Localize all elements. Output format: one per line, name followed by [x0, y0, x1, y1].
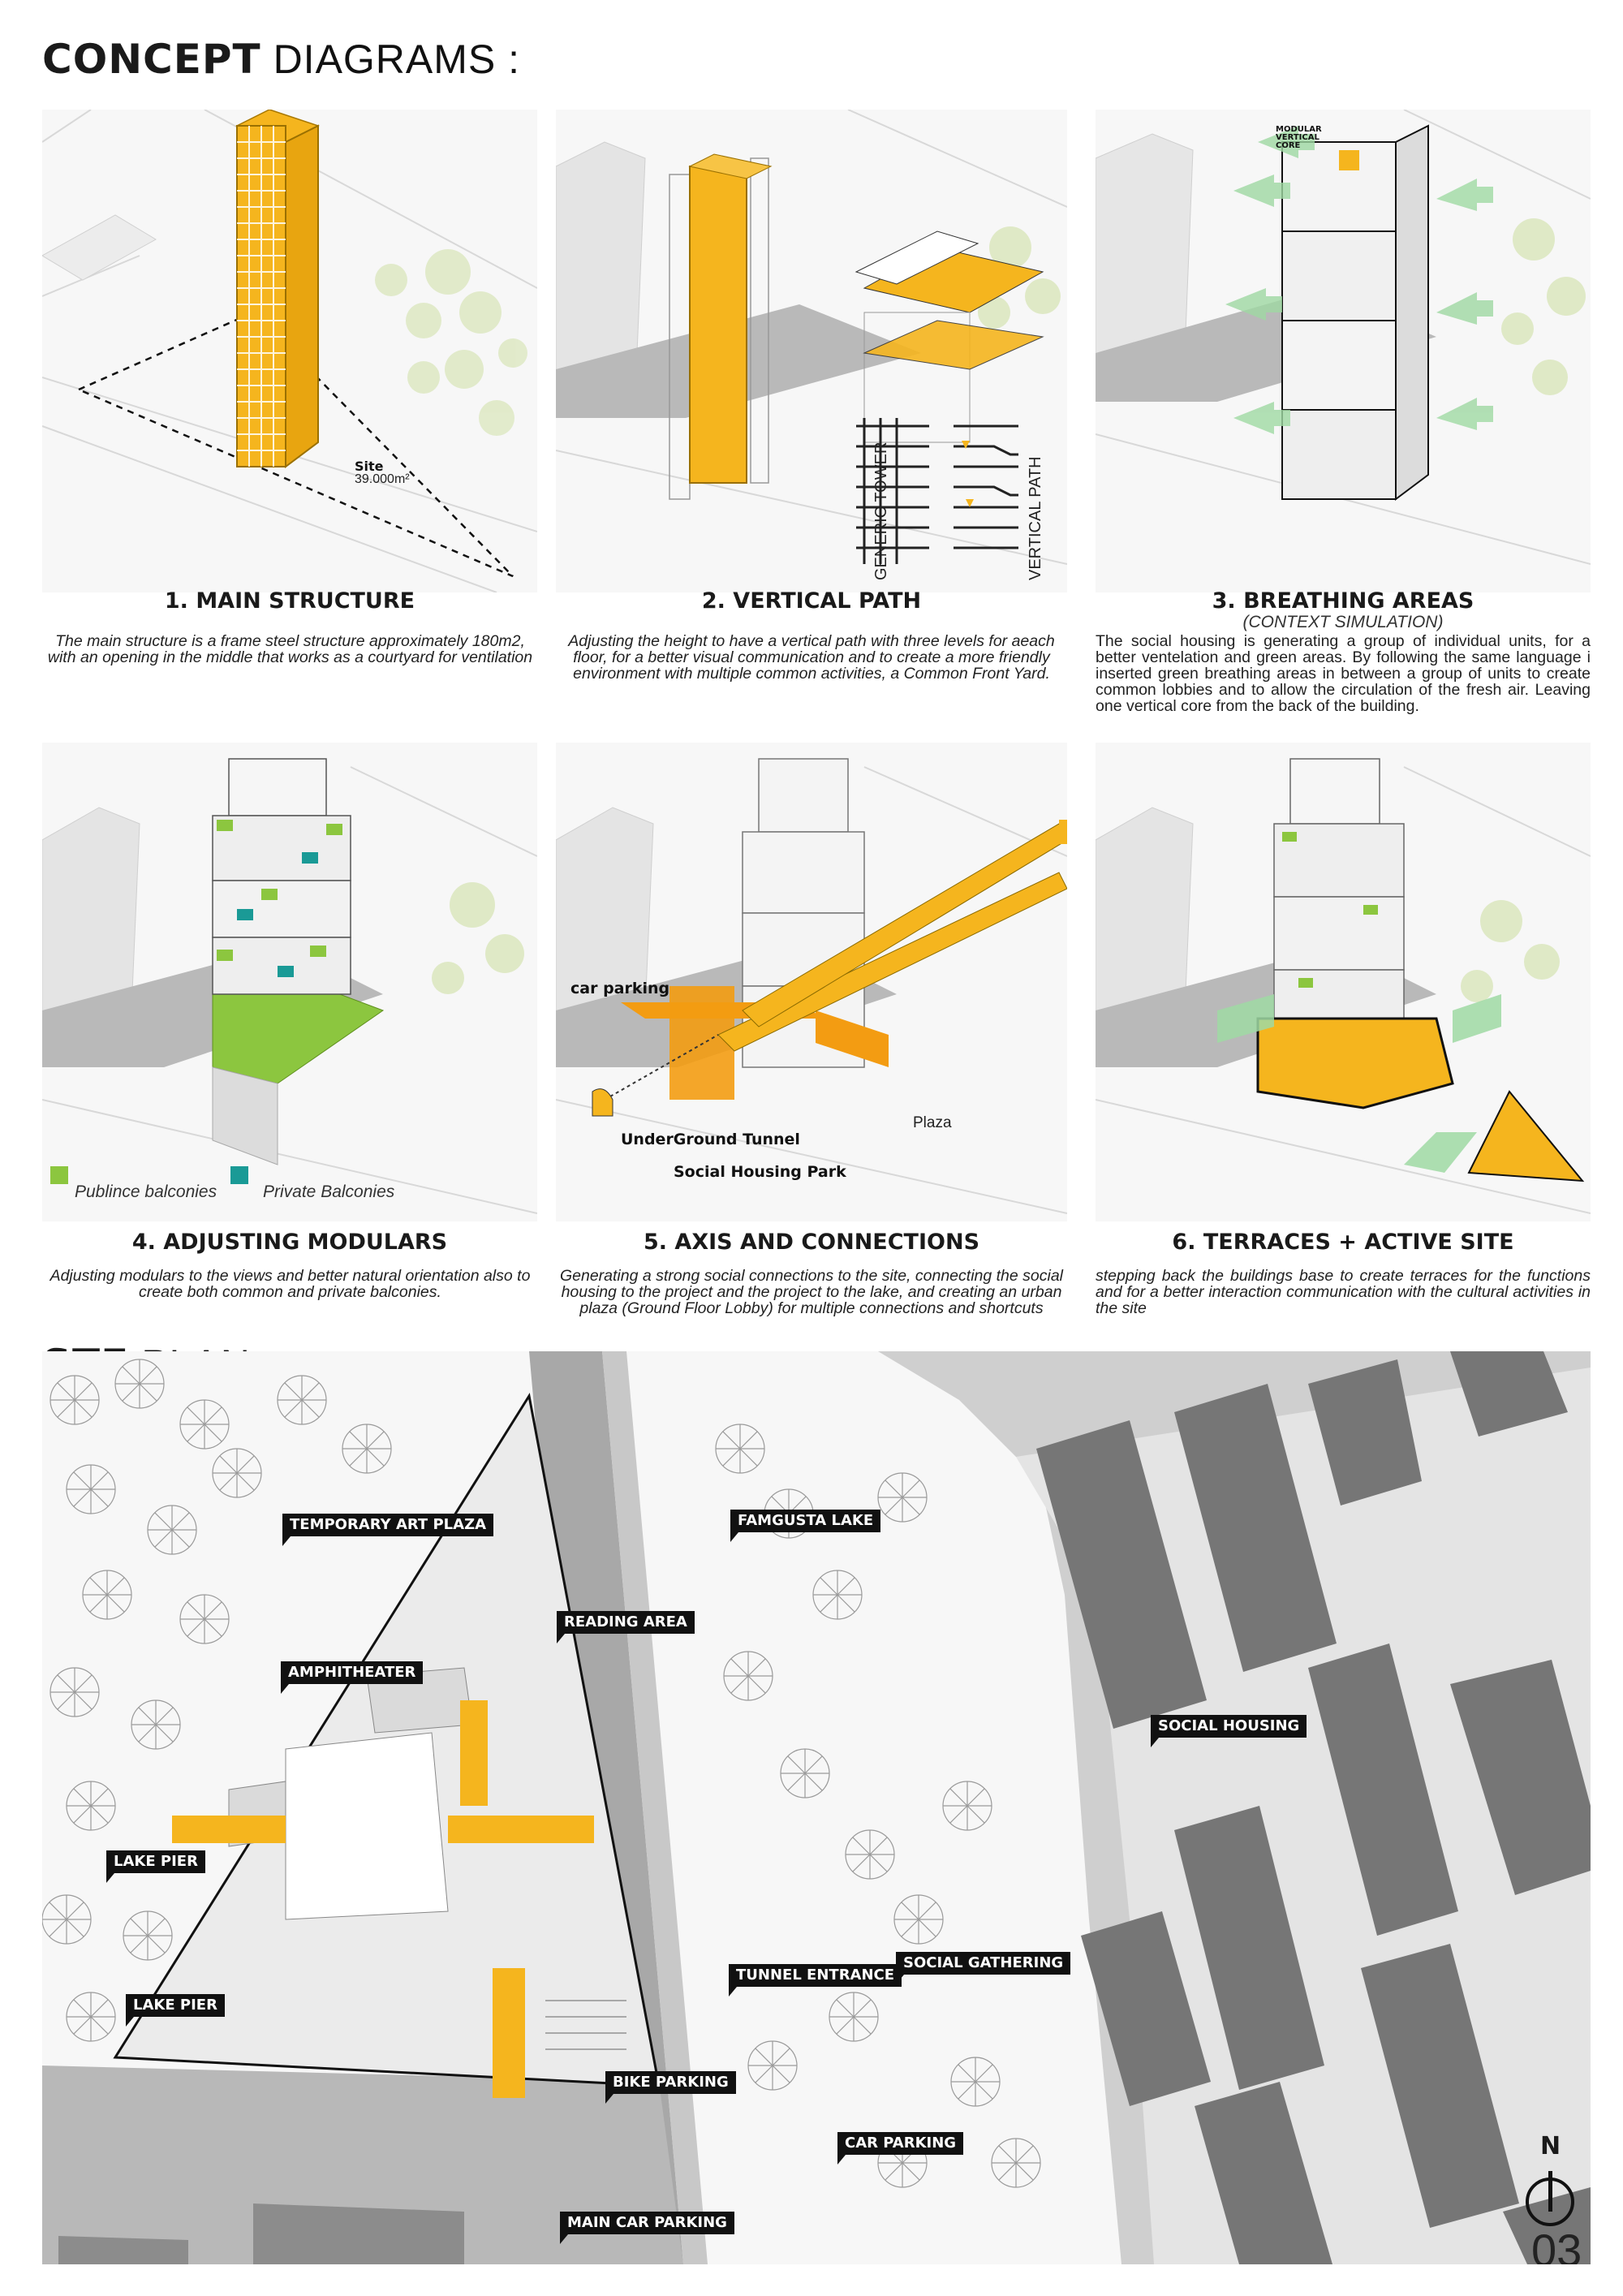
north-arrow-label: N	[1540, 2132, 1561, 2160]
tag-main-car-parking: MAIN CAR PARKING	[560, 2212, 734, 2244]
axis-connections-drawing	[556, 758, 1067, 1214]
panel-1-title: 1. MAIN STRUCTURE	[164, 588, 415, 614]
panel-breathing-areas-diagram: MODULAR VERTICAL CORE	[1096, 110, 1591, 592]
panel-3-title: 3. BREATHING AREAS	[1212, 588, 1474, 614]
tag-car-parking: CAR PARKING	[837, 2132, 964, 2165]
tag-amphitheater: AMPHITHEATER	[281, 1661, 424, 1694]
panel-2-description: Adjusting the height to have a vertical …	[568, 632, 1055, 683]
adjusting-modulars-drawing	[42, 758, 537, 1214]
page-number: 03	[1531, 2225, 1582, 2264]
panel-4-description: Adjusting modulars to the views and bett…	[50, 1267, 531, 1301]
private-balcony-swatch	[230, 1166, 248, 1184]
concept-heading-bold: CONCEPT	[42, 36, 261, 83]
site-label: Site	[355, 459, 384, 474]
site-area-label: 39.000m²	[355, 472, 410, 486]
panel-2-title: 2. VERTICAL PATH	[701, 588, 922, 614]
tag-social-housing: SOCIAL HOUSING	[1151, 1715, 1307, 1747]
panel-6-title: 6. TERRACES + ACTIVE SITE	[1172, 1230, 1514, 1255]
panel-5-description: Generating a strong social connections t…	[559, 1267, 1064, 1317]
main-structure-drawing	[42, 110, 537, 592]
public-balcony-swatch	[50, 1166, 68, 1184]
terraces-drawing	[1096, 758, 1591, 1214]
panel-5-title: 5. AXIS AND CONNECTIONS	[643, 1230, 980, 1255]
public-balcony-label: Publince balconies	[75, 1182, 217, 1201]
panel-6-description: stepping back the buildings base to crea…	[1096, 1267, 1591, 1317]
panel-3-subtitle: (CONTEXT SIMULATION)	[1242, 613, 1444, 631]
modular-core-label-2: VERTICAL	[1276, 133, 1319, 142]
panel-main-structure-diagram: Site 39.000m²	[42, 110, 537, 592]
car-parking-label: car parking	[570, 980, 670, 997]
modular-core-label-3: CORE	[1276, 141, 1301, 150]
breathing-areas-drawing	[1096, 110, 1591, 565]
site-plan-drawing	[42, 1351, 1591, 2264]
tag-social-gathering: SOCIAL GATHERING	[896, 1952, 1071, 1984]
panel-3-description: The social housing is generating a group…	[1096, 632, 1591, 715]
concept-heading: CONCEPT DIAGRAMS :	[42, 36, 520, 83]
panel-1-description: The main structure is a frame steel stru…	[47, 632, 533, 666]
modular-core-label-1: MODULAR	[1276, 125, 1322, 134]
underground-tunnel-label: UnderGround Tunnel	[621, 1131, 800, 1148]
tag-lake-pier-2: LAKE PIER	[126, 1994, 225, 2027]
site-plan-map: TEMPORARY ART PLAZA FAMGUSTA LAKE READIN…	[42, 1351, 1591, 2264]
generic-tower-label: GENERIC TOWER	[872, 442, 890, 580]
plaza-label: Plaza	[913, 1114, 952, 1131]
vertical-path-label: VERTICAL PATH	[1027, 456, 1044, 580]
social-housing-park-label: Social Housing Park	[674, 1163, 846, 1181]
panel-terraces-active-site-diagram	[1096, 743, 1591, 1221]
tag-famgusta-lake: FAMGUSTA LAKE	[730, 1510, 881, 1542]
private-balcony-label: Private Balconies	[263, 1182, 395, 1201]
panel-vertical-path-diagram: GENERIC TOWER VERTICAL PATH	[556, 110, 1067, 592]
concept-heading-light: DIAGRAMS :	[273, 37, 521, 82]
tag-reading-area: READING AREA	[557, 1611, 695, 1643]
tag-lake-pier-1: LAKE PIER	[106, 1850, 205, 1883]
panel-adjusting-modulars-diagram: Publince balconies Private Balconies	[42, 743, 537, 1221]
vertical-path-drawing	[556, 110, 1067, 565]
tag-tunnel-entrance: TUNNEL ENTRANCE	[729, 1964, 902, 1997]
tag-bike-parking: BIKE PARKING	[605, 2071, 736, 2104]
panel-axis-connections-diagram: car parking UnderGround Tunnel Social Ho…	[556, 743, 1067, 1221]
panel-4-title: 4. ADJUSTING MODULARS	[131, 1230, 448, 1255]
tag-temporary-art-plaza: TEMPORARY ART PLAZA	[282, 1514, 494, 1546]
